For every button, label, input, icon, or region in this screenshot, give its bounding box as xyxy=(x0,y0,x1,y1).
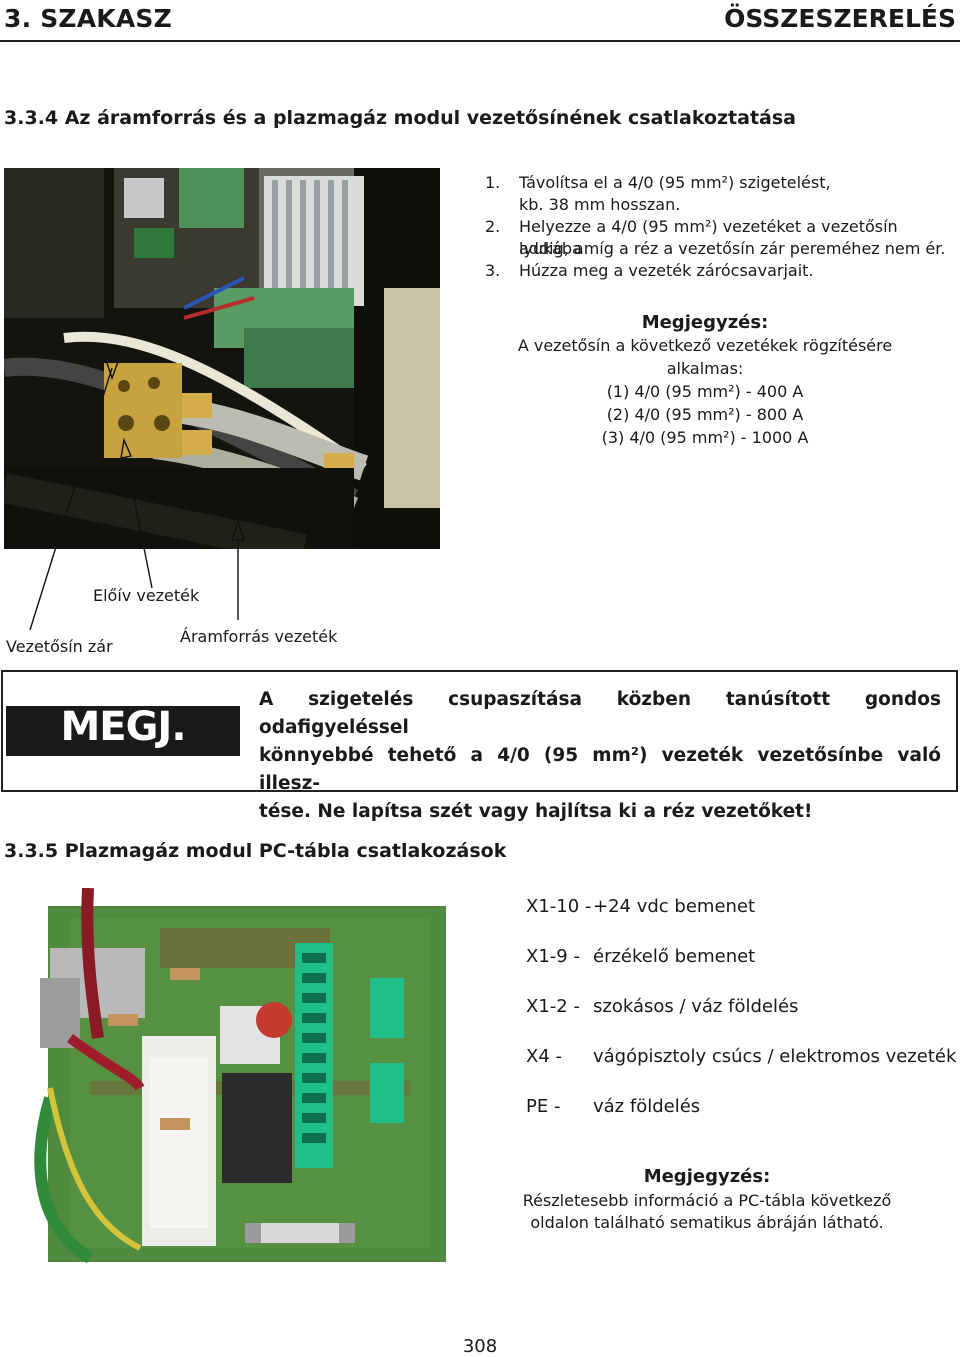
warning-line: könnyebbé tehető a 4/0 (95 mm²) vezeték … xyxy=(259,745,941,794)
warning-box xyxy=(1,670,958,792)
step-text: Távolítsa el a 4/0 (95 mm²) szigetelést, xyxy=(519,173,831,192)
warning-line: tése. Ne lapítsa szét vagy hajlítsa ki a… xyxy=(259,801,813,822)
note-line: (3) 4/0 (95 mm²) - 1000 A xyxy=(601,428,809,447)
section-heading: 3. SZAKASZ xyxy=(4,4,172,33)
connection-code: PE - xyxy=(526,1096,561,1117)
step-text: Húzza meg a vezeték zárócsavarjait. xyxy=(519,261,814,280)
step-text: addig, amíg a réz a vezetősín zár peremé… xyxy=(519,239,946,258)
callout-arrows xyxy=(29,359,245,631)
step-text: kb. 38 mm hosszan. xyxy=(519,195,681,214)
page-number: 308 xyxy=(462,1336,498,1357)
connection-code: X4 - xyxy=(526,1046,562,1067)
connection-description: szokásos / váz földelés xyxy=(593,996,799,1017)
note-line: oldalon található sematikus ábráján láth… xyxy=(530,1213,884,1232)
warning-line: A szigetelés csupaszítása közben tanúsít… xyxy=(259,689,941,738)
connection-description: érzékelő bemenet xyxy=(593,946,756,967)
section-335-title: 3.3.5 Plazmagáz modul PC-tábla csatlakoz… xyxy=(4,840,507,862)
warning-badge xyxy=(6,706,240,756)
connection-code: X1-10 - xyxy=(526,896,592,917)
note-line: A vezetősín a következő vezetékek rögzít… xyxy=(517,336,893,355)
step-number: 1. xyxy=(485,173,501,192)
step-list: 1. Távolítsa el a 4/0 (95 mm²) szigetelé… xyxy=(485,172,955,292)
busbar-photo xyxy=(4,168,440,549)
section-334-title: 3.3.4 Az áramforrás és a plazmagáz modul… xyxy=(4,107,796,129)
note-line: (1) 4/0 (95 mm²) - 400 A xyxy=(606,382,804,401)
step-number: 3. xyxy=(485,261,501,280)
warning-badge-label: MEGJ. xyxy=(60,704,186,750)
label-power-wire: Áramforrás vezeték xyxy=(180,627,338,646)
chapter-heading: ÖSSZESZERELÉS xyxy=(724,4,956,33)
label-busbar-clamp: Vezetősín zár xyxy=(6,637,113,656)
note-line: Részletesebb információ a PC-tábla követ… xyxy=(522,1191,892,1210)
note-line: (2) 4/0 (95 mm²) - 800 A xyxy=(606,405,804,424)
step-text: Helyezze a 4/0 (95 mm²) vezetéket a veze… xyxy=(519,217,898,258)
connection-description: +24 vdc bemenet xyxy=(593,896,756,917)
step-number: 2. xyxy=(485,217,501,236)
note-line: alkalmas: xyxy=(666,359,744,378)
pc-board-photo xyxy=(30,888,448,1266)
note-heading: Megjegyzés: xyxy=(641,312,769,333)
connection-code: X1-2 - xyxy=(526,996,580,1017)
note-heading: Megjegyzés: xyxy=(643,1166,771,1187)
connection-code: X1-9 - xyxy=(526,946,580,967)
warning-text: A szigetelés csupaszítása közben tanúsít… xyxy=(259,686,941,826)
header-rule xyxy=(0,40,960,42)
label-pilot-wire: Előív vezeték xyxy=(93,586,200,605)
connection-description: vágópisztoly csúcs / elektromos vezeték xyxy=(593,1046,957,1067)
connection-description: váz földelés xyxy=(593,1096,701,1117)
